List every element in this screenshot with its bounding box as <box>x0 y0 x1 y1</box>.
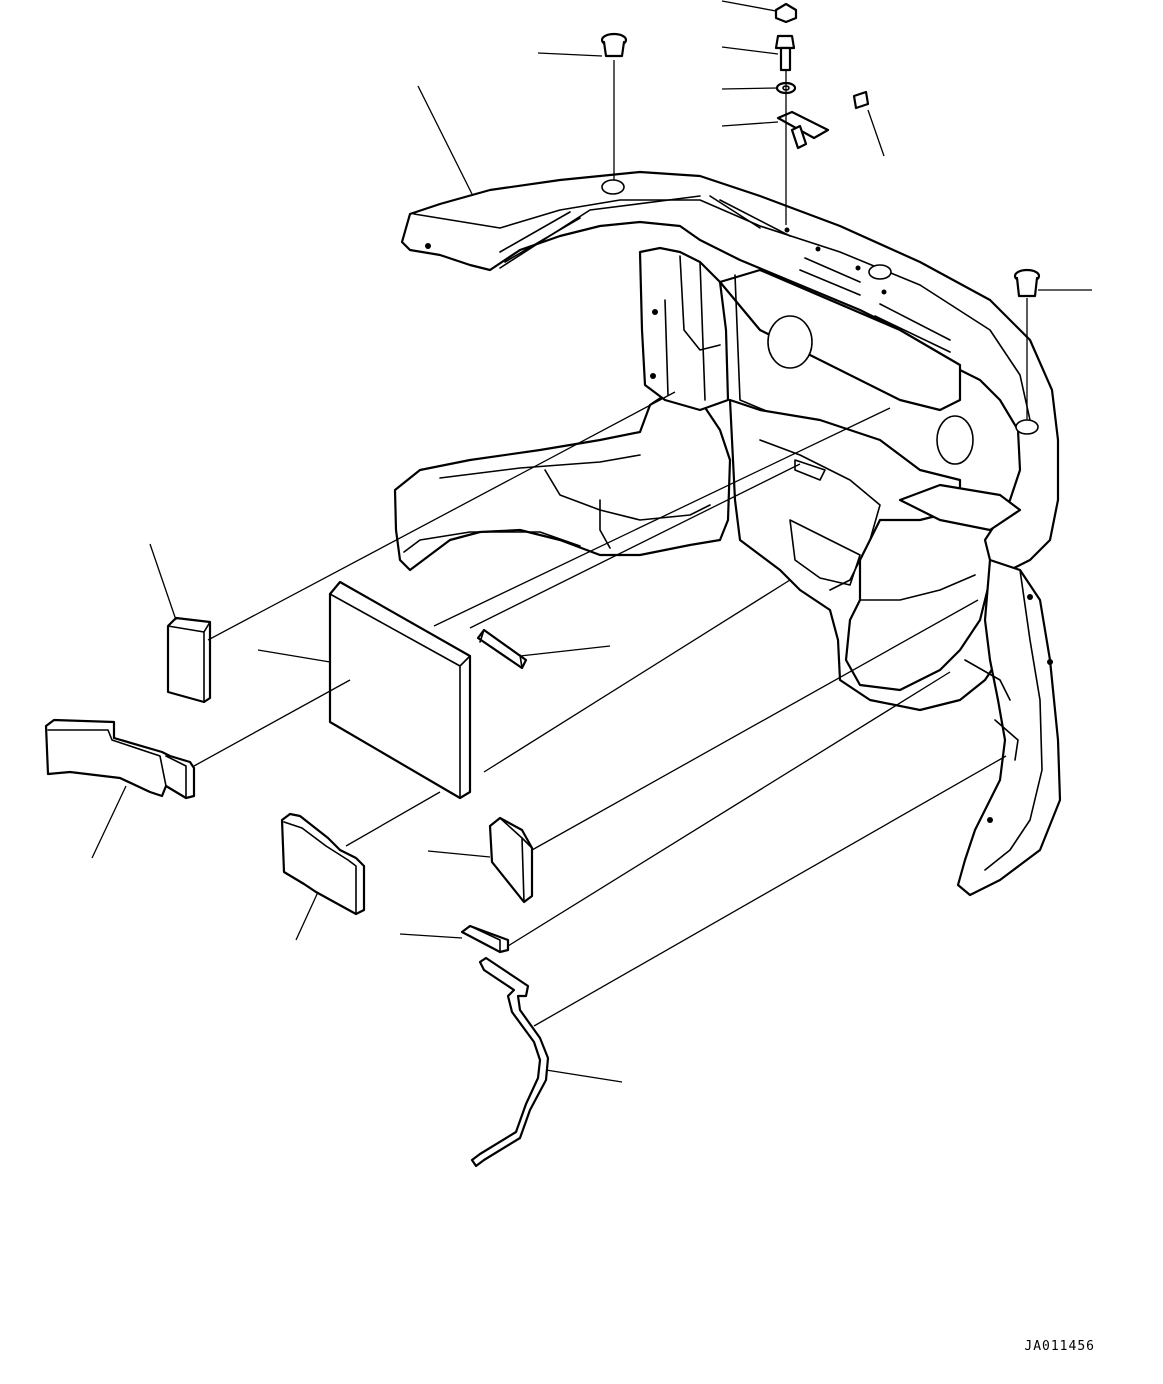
stepped-pad-center <box>280 812 366 916</box>
mount-hole-right <box>1015 419 1039 435</box>
cap-plug-left <box>600 32 628 58</box>
bent-rod <box>470 956 550 1168</box>
cap-plug-right <box>1013 268 1041 298</box>
stepped-pad-left <box>44 718 196 800</box>
wedge-pad <box>488 816 534 904</box>
mounting-bolt <box>774 34 796 72</box>
callout-leaders <box>91 0 1092 1083</box>
small-pad <box>852 90 870 110</box>
counterweight-frame <box>393 170 1062 897</box>
assembly-lines <box>193 391 1007 1027</box>
mounting-bracket <box>776 110 830 150</box>
angle-strip <box>476 628 528 670</box>
small-wedge <box>460 924 510 954</box>
mount-hole-center <box>868 264 892 280</box>
drawing-number: JA011456 <box>1024 1339 1095 1354</box>
insulation-panel <box>328 580 472 800</box>
side-pad-block <box>166 616 212 704</box>
cap-plug-small <box>774 2 798 24</box>
mount-hole-left <box>601 179 625 195</box>
